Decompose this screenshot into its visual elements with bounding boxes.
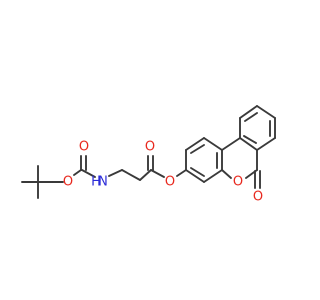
bond-ar2 — [185, 137, 205, 151]
bond-lac5 — [221, 137, 241, 151]
bond-c-n — [81, 169, 96, 178]
bond-ar5 — [203, 169, 223, 183]
bond-bz-inner-3 — [243, 135, 257, 144]
bond-lac1 — [221, 169, 232, 179]
bond-ar-inner-3 — [190, 167, 205, 177]
bond-bz3 — [256, 105, 276, 119]
molecule-structure: O O H N O O O O — [21, 105, 276, 205]
ring-oxygen-label: O — [233, 175, 243, 190]
boc-carbonyl-oxygen-label: O — [79, 140, 89, 155]
bond-o-aryl — [176, 169, 187, 177]
ester-ether-oxygen-label: O — [165, 175, 175, 190]
bond-ar3 — [203, 137, 223, 151]
lactone-oxygen-label: O — [253, 190, 263, 205]
aryl-ring — [185, 137, 223, 183]
boc-ether-oxygen-label: O — [63, 175, 73, 190]
bond-lac4 — [239, 137, 258, 151]
nitrogen-label: N — [98, 175, 108, 190]
lactone-ring — [221, 137, 261, 189]
structure-canvas: O O H N O O O O — [21, 105, 276, 205]
bond-bz2 — [239, 105, 258, 119]
ester-carbonyl-oxygen-label: O — [145, 140, 155, 155]
atom-labels: O O H N O O O O — [63, 140, 263, 205]
bond-ar-inner-1 — [190, 144, 205, 154]
bond-n-ch2 — [108, 169, 123, 177]
bond-c-o-ester — [150, 169, 165, 178]
nh-hydrogen-label: H — [91, 175, 101, 190]
benzo-ring — [239, 105, 276, 151]
boc-carbamate — [52, 155, 96, 183]
linker-chain — [108, 155, 187, 181]
tert-butyl-group — [21, 165, 54, 199]
bond-ch2-c-ester — [139, 169, 152, 181]
bond-bz-inner-1 — [244, 112, 258, 122]
bond-ar6 — [185, 169, 205, 183]
bond-o-c-boc — [73, 169, 82, 176]
bond-ch2-ch2 — [121, 169, 141, 181]
bond-bz5 — [256, 137, 276, 151]
